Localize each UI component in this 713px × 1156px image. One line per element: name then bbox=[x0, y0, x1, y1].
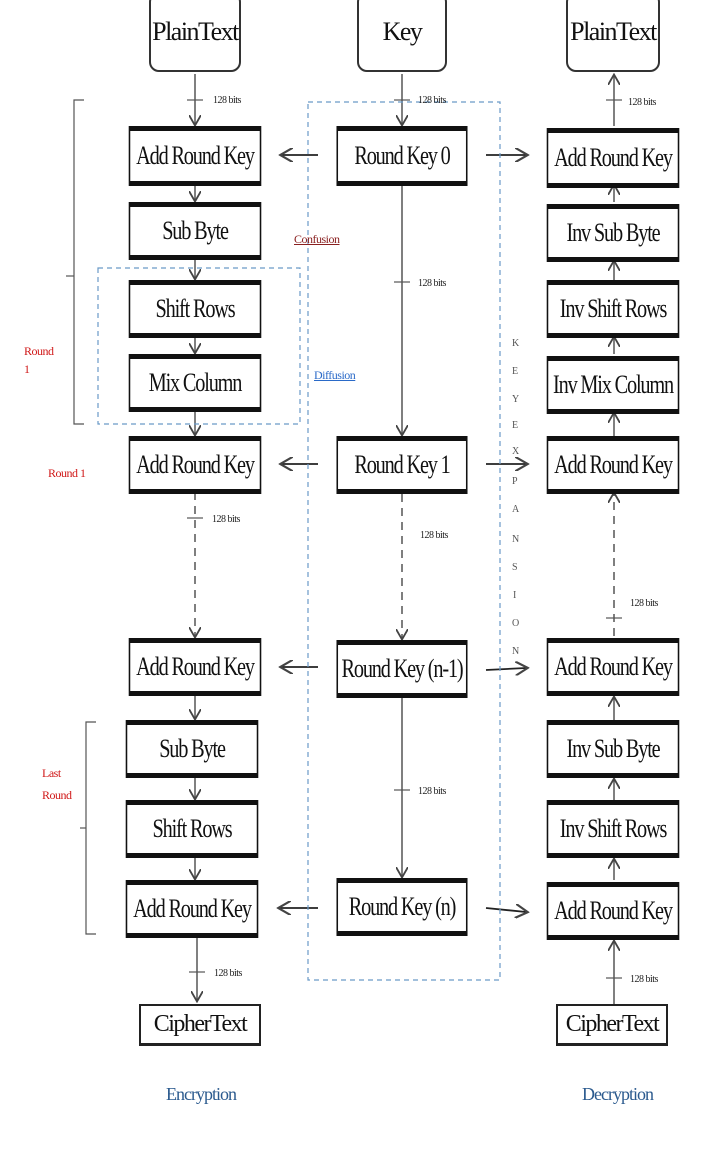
enc-last-shift-rows: Shift Rows bbox=[125, 800, 259, 858]
round-key-n: Round Key (n) bbox=[336, 878, 468, 936]
encryption-plaintext-label: PlainText bbox=[152, 17, 239, 46]
encryption-plaintext-node: PlainText bbox=[149, 0, 241, 72]
dec-inv-shift-rows: Inv Shift Rows bbox=[546, 280, 680, 338]
enc-add-round-key-1: Add Round Key bbox=[128, 436, 262, 494]
dec-add-round-key-n: Add Round Key bbox=[546, 882, 680, 940]
step-label: Add Round Key bbox=[136, 450, 255, 479]
decryption-plaintext-node: PlainText bbox=[566, 0, 660, 72]
vertical-letter: I bbox=[513, 590, 517, 601]
bits-label: 128 bits bbox=[628, 97, 656, 108]
enc-mix-column: Mix Column bbox=[128, 354, 262, 412]
ciphertext-label: CipherText bbox=[153, 1011, 248, 1037]
step-label: Inv Sub Byte bbox=[566, 218, 660, 247]
dec-add-round-key-1: Add Round Key bbox=[546, 436, 680, 494]
round-key-label: Round Key (n) bbox=[348, 892, 457, 921]
dec-inv-sub-byte: Inv Sub Byte bbox=[546, 204, 680, 262]
bits-label: 128 bits bbox=[214, 968, 242, 979]
diffusion-label: Diffusion bbox=[314, 368, 356, 382]
step-label: Add Round Key bbox=[136, 141, 255, 170]
dec-add-round-key-0: Add Round Key bbox=[546, 128, 680, 188]
enc-last-sub-byte: Sub Byte bbox=[125, 720, 259, 778]
step-label: Add Round Key bbox=[554, 450, 673, 479]
encryption-ciphertext-node: CipherText bbox=[139, 1004, 261, 1046]
round-key-label: Round Key 0 bbox=[354, 141, 450, 170]
round-1-side-label: Round 1 bbox=[48, 466, 86, 480]
step-label: Add Round Key bbox=[554, 652, 673, 681]
decryption-caption: Decryption bbox=[582, 1084, 654, 1104]
decryption-ciphertext-node: CipherText bbox=[556, 1004, 668, 1046]
round-key-n-1: Round Key (n-1) bbox=[336, 640, 468, 698]
vertical-letter: K bbox=[512, 338, 520, 349]
enc-add-round-key-n: Add Round Key bbox=[125, 880, 259, 938]
key-label: Key bbox=[382, 17, 423, 46]
vertical-letter: O bbox=[512, 618, 520, 629]
round-1-bracket-label: Round 1 bbox=[24, 344, 54, 376]
round-key-label: Round Key (n-1) bbox=[341, 654, 463, 683]
bits-label: 128 bits bbox=[420, 530, 448, 541]
enc-add-round-key-n-1: Add Round Key bbox=[128, 638, 262, 696]
round-key-0: Round Key 0 bbox=[336, 126, 468, 186]
vertical-letter: A bbox=[512, 504, 520, 515]
vertical-letter: X bbox=[512, 446, 520, 457]
dec-add-round-key-n-1: Add Round Key bbox=[546, 638, 680, 696]
vertical-letter: N bbox=[512, 646, 520, 657]
round-key-1: Round Key 1 bbox=[336, 436, 468, 494]
last-round-label: Last Round bbox=[42, 766, 72, 802]
step-label: Inv Sub Byte bbox=[566, 734, 660, 763]
step-label: Inv Mix Column bbox=[553, 370, 674, 399]
vertical-letter: P bbox=[512, 476, 518, 487]
step-label: Add Round Key bbox=[554, 143, 673, 172]
vertical-letter: N bbox=[512, 534, 520, 545]
bits-label: 128 bits bbox=[630, 974, 658, 985]
bits-label: 128 bits bbox=[212, 514, 240, 525]
step-label: Mix Column bbox=[148, 368, 243, 397]
key-node: Key bbox=[357, 0, 447, 72]
vertical-letter: Y bbox=[512, 394, 520, 405]
bits-label: 128 bits bbox=[213, 95, 241, 106]
bits-label: 128 bits bbox=[418, 95, 446, 106]
bits-label: 128 bits bbox=[418, 278, 446, 289]
dec-last-inv-shift-rows: Inv Shift Rows bbox=[546, 800, 680, 858]
step-label: Shift Rows bbox=[155, 294, 235, 323]
step-label: Add Round Key bbox=[133, 894, 252, 923]
ciphertext-label: CipherText bbox=[565, 1011, 660, 1037]
enc-shift-rows: Shift Rows bbox=[128, 280, 262, 338]
bits-label: 128 bits bbox=[418, 786, 446, 797]
step-label: Sub Byte bbox=[159, 734, 226, 763]
step-label: Add Round Key bbox=[136, 652, 255, 681]
vertical-letter: S bbox=[512, 562, 518, 573]
vertical-letter: E bbox=[512, 420, 519, 431]
bits-label: 128 bits bbox=[630, 598, 658, 609]
enc-add-round-key-0: Add Round Key bbox=[128, 126, 262, 186]
decryption-plaintext-label: PlainText bbox=[570, 17, 657, 46]
enc-sub-byte: Sub Byte bbox=[128, 202, 262, 260]
dec-inv-mix-column: Inv Mix Column bbox=[546, 356, 680, 414]
encryption-caption: Encryption bbox=[166, 1084, 237, 1104]
confusion-label: Confusion bbox=[294, 232, 340, 246]
step-label: Add Round Key bbox=[554, 896, 673, 925]
dec-last-inv-sub-byte: Inv Sub Byte bbox=[546, 720, 680, 778]
vertical-letter: E bbox=[512, 366, 519, 377]
step-label: Inv Shift Rows bbox=[559, 814, 668, 843]
step-label: Inv Shift Rows bbox=[559, 294, 668, 323]
step-label: Sub Byte bbox=[162, 216, 229, 245]
round-key-label: Round Key 1 bbox=[354, 450, 450, 479]
step-label: Shift Rows bbox=[152, 814, 232, 843]
